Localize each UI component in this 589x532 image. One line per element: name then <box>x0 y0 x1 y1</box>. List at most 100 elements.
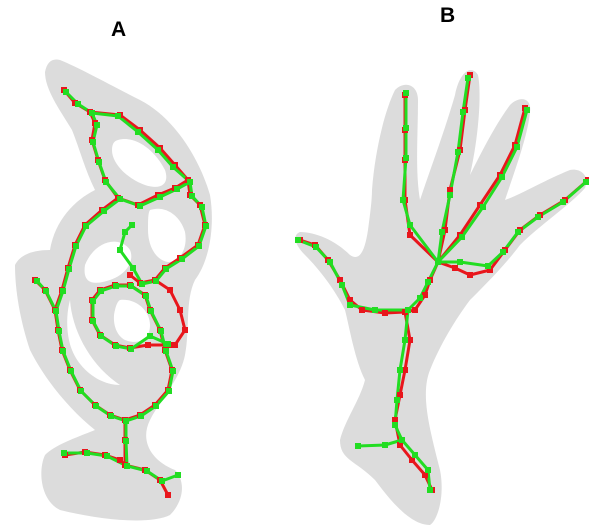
green-node-marker <box>147 333 153 339</box>
red-node-marker <box>145 342 151 348</box>
green-node-marker <box>165 341 171 347</box>
green-node-marker <box>372 307 378 313</box>
green-node-marker <box>115 113 121 119</box>
green-node-marker <box>113 283 119 289</box>
red-node-marker <box>382 310 388 316</box>
green-node-marker <box>412 452 418 458</box>
silhouette-b-hand <box>295 70 586 525</box>
green-node-marker <box>94 122 100 128</box>
green-node-marker <box>117 247 123 253</box>
green-node-marker <box>425 279 431 285</box>
green-node-marker <box>66 266 72 272</box>
red-node-marker <box>182 327 188 333</box>
green-node-marker <box>196 243 202 249</box>
green-node-marker <box>89 110 95 116</box>
green-node-marker <box>163 266 169 272</box>
green-node-marker <box>355 443 361 449</box>
red-node-marker <box>167 287 173 293</box>
green-node-marker <box>560 199 566 205</box>
green-node-marker <box>485 263 491 269</box>
green-node-marker <box>189 193 195 199</box>
green-node-marker <box>103 179 109 185</box>
green-node-marker <box>108 413 114 419</box>
green-node-marker <box>158 328 164 334</box>
red-node-marker <box>452 265 458 271</box>
green-node-marker <box>124 463 130 469</box>
green-node-marker <box>535 214 541 220</box>
green-node-marker <box>84 450 90 456</box>
green-node-marker <box>382 442 388 448</box>
green-node-marker <box>96 159 102 165</box>
green-node-marker <box>313 244 319 250</box>
green-node-marker <box>175 472 181 478</box>
red-node-marker <box>412 307 418 313</box>
green-node-marker <box>457 259 463 265</box>
green-node-marker <box>170 164 176 170</box>
green-node-marker <box>90 139 96 145</box>
green-node-marker <box>425 467 431 473</box>
green-node-marker <box>78 388 84 394</box>
green-node-marker <box>460 109 466 115</box>
green-node-marker <box>203 223 209 229</box>
green-node-marker <box>515 229 521 235</box>
green-node-marker <box>113 343 119 349</box>
green-node-marker <box>514 144 520 150</box>
green-node-marker <box>187 179 193 185</box>
red-node-marker <box>407 232 413 238</box>
green-node-marker <box>403 90 409 96</box>
green-node-marker <box>399 437 405 443</box>
green-node-marker <box>144 468 150 474</box>
green-node-marker <box>123 438 129 444</box>
green-node-marker <box>447 192 453 198</box>
green-node-marker <box>400 197 406 203</box>
green-node-marker <box>392 422 398 428</box>
green-node-marker <box>129 222 135 228</box>
green-node-marker <box>327 259 333 265</box>
green-node-marker <box>455 149 461 155</box>
green-node-marker <box>524 107 530 113</box>
green-node-marker <box>75 101 81 107</box>
green-node-marker <box>61 450 67 456</box>
green-node-marker <box>34 278 40 284</box>
green-node-marker <box>148 308 154 314</box>
green-node-marker <box>435 259 441 265</box>
green-node-marker <box>90 298 96 304</box>
green-node-marker <box>403 125 409 131</box>
green-node-marker <box>73 243 79 249</box>
green-node-marker <box>405 307 411 313</box>
green-node-marker <box>166 388 172 394</box>
red-node-marker <box>172 342 178 348</box>
green-node-marker <box>153 278 159 284</box>
red-node-marker <box>467 272 473 278</box>
green-node-marker <box>143 293 149 299</box>
red-node-marker <box>359 307 365 313</box>
green-node-marker <box>63 89 69 95</box>
green-node-marker <box>500 249 506 255</box>
green-node-marker <box>104 453 110 459</box>
green-node-marker <box>137 203 143 209</box>
green-node-marker <box>153 403 159 409</box>
red-node-marker <box>127 272 133 278</box>
green-node-marker <box>117 196 123 202</box>
green-node-marker <box>417 295 423 301</box>
green-node-marker <box>90 318 96 324</box>
green-node-marker <box>347 302 353 308</box>
green-node-marker <box>159 478 165 484</box>
green-node-marker <box>394 397 400 403</box>
green-node-marker <box>60 288 66 294</box>
green-node-marker <box>98 288 104 294</box>
green-node-marker <box>157 194 163 200</box>
green-node-marker <box>163 348 169 354</box>
green-node-marker <box>123 418 129 424</box>
red-node-marker <box>165 492 171 498</box>
green-node-marker <box>427 487 433 493</box>
green-node-marker <box>128 346 134 352</box>
green-node-marker <box>122 229 128 235</box>
green-node-marker <box>480 204 486 210</box>
green-node-marker <box>155 147 161 153</box>
green-node-marker <box>83 223 89 229</box>
green-node-marker <box>98 333 104 339</box>
green-node-marker <box>138 413 144 419</box>
red-node-marker <box>177 307 183 313</box>
